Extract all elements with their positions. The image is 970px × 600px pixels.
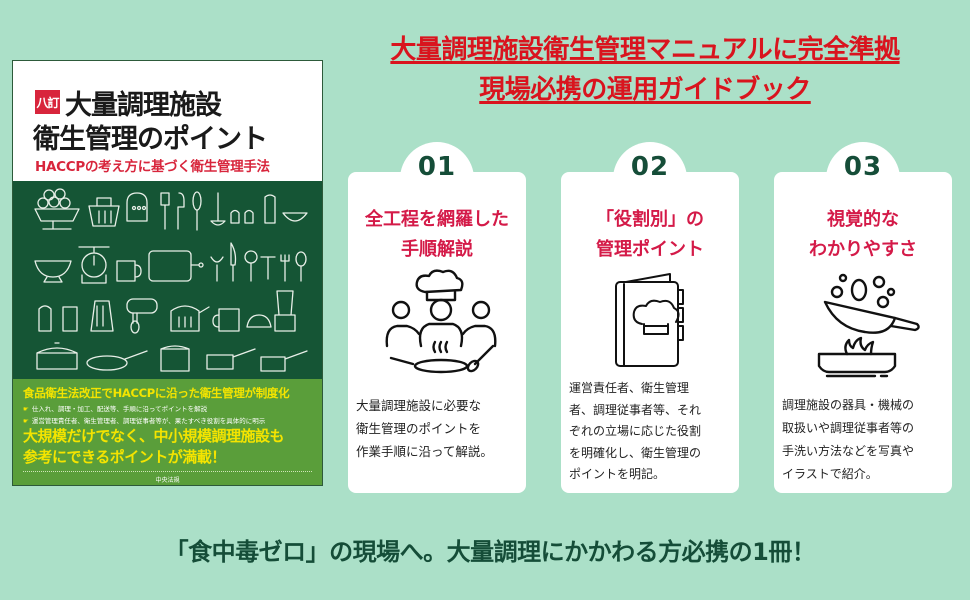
saucepan-icon [206, 348, 256, 370]
ladle-icon [210, 192, 226, 226]
cutting-board-icon [148, 250, 204, 282]
scale-icon [78, 246, 110, 284]
canisters-icon [38, 305, 78, 332]
shakers-icon [230, 194, 276, 224]
knife-icon [230, 242, 237, 282]
juicer-icon [246, 314, 272, 328]
headline: 大量調理施設衛生管理マニュアルに完全準拠 現場必携の運用ガイドブック [330, 30, 960, 110]
peeler-icon [210, 256, 224, 282]
card-description: 調理施設の器具・機械の 取扱いや調理従事者等の 手洗い方法などを写真や イラスト… [782, 398, 915, 481]
card-number: 02 [630, 152, 670, 182]
pizza-cutter-icon [244, 250, 258, 282]
book-band-big-line1: 大規模だけでなく、中小規模調理施設も [23, 427, 285, 445]
book-band-bullet: ☛運営管理責任者、衛生管理者、調理従事者等が、果たすべき役割を具体的に明示 [23, 417, 266, 425]
book-band-bullet: ☛仕入れ、調理・加工、配送等、手順に沿ってポイントを解説 [23, 405, 208, 413]
whisk-icon [192, 191, 202, 231]
bottom-tagline: 「食中毒ゼロ」の現場へ。大量調理にかかわる方必携の1冊！ [164, 538, 816, 566]
chef-manual-icon [590, 268, 710, 378]
bowl-icon [282, 212, 308, 222]
saucepan2-icon [260, 350, 308, 372]
book-band-heading: 食品衛生法改正でHACCPに沿った衛生管理が制度化 [23, 386, 290, 400]
kitchen-utensils-illustration [13, 181, 322, 379]
headline-line1: 大量調理施設衛生管理マニュアルに完全準拠 [390, 35, 900, 65]
book-cover-title-area: 八訂 大量調理施設 衛生管理のポイント HACCPの考え方に基づく衛生管理手法 [13, 61, 322, 181]
book-title-line2: 衛生管理のポイント [33, 124, 268, 155]
feature-card-01: 01 全工程を網羅した 手順解説 大量調理施設に必要な 衛生管理のポイントを 作… [348, 142, 526, 493]
mug-icon [212, 308, 240, 332]
fruit-bowl-icon [34, 188, 80, 230]
kettle-icon [170, 305, 210, 332]
measuring-cup-icon [116, 260, 142, 282]
card-title: 全工程を網羅した 手順解説 [365, 209, 509, 260]
chefs-team-icon [377, 268, 497, 378]
dotted-divider [23, 471, 312, 472]
card-title: 視覚的な わかりやすさ [809, 209, 917, 260]
headline-line2: 現場必携の運用ガイドブック [479, 75, 811, 105]
stock-pot-icon [160, 345, 190, 372]
coffee-pot-icon [90, 300, 114, 332]
basket-icon [88, 197, 120, 227]
card-description: 大量調理施設に必要な 衛生管理のポイントを 作業手順に沿って解説。 [356, 398, 493, 459]
fork-spoon-icon [280, 251, 307, 282]
book-title-line1: 大量調理施設 [65, 90, 222, 121]
publisher-name: 中央法規 [155, 477, 180, 484]
card-number: 03 [843, 152, 883, 182]
frying-pan-flame-icon [803, 268, 923, 378]
feature-card-02: 02 「役割別」の 管理ポイント 運営責任者、衛生管理 者、調理従事者等、それ … [561, 142, 739, 493]
pot-lid-icon [36, 342, 78, 370]
corkscrew-icon [260, 256, 276, 280]
spatula-icon [160, 192, 185, 230]
edition-badge: 八訂 [35, 90, 60, 114]
hand-mixer-icon [126, 298, 158, 334]
card-description: 運営責任者、衛生管理 者、調理従事者等、それ ぞれの立場に応じた役割 を明確化し… [569, 381, 702, 481]
book-cover: 八訂 大量調理施設 衛生管理のポイント HACCPの考え方に基づく衛生管理手法 [12, 60, 323, 486]
card-title: 「役割別」の 管理ポイント [596, 209, 704, 260]
pointing-hand-icon: ☛ [23, 417, 29, 425]
book-band-big-line2: 参考にできるポイントが満載！ [23, 448, 226, 466]
blender-icon [274, 290, 296, 332]
oven-mitt-icon [126, 192, 148, 222]
book-cover-promo-band: 食品衛生法改正でHACCPに沿った衛生管理が制度化 ☛仕入れ、調理・加工、配送等… [13, 379, 322, 485]
feature-card-03: 03 視覚的な わかりやすさ 調理施設の器具・機械の 取扱いや調理従事者等の 手… [774, 142, 952, 493]
pointing-hand-icon: ☛ [23, 405, 29, 413]
book-subtitle: HACCPの考え方に基づく衛生管理手法 [35, 159, 270, 175]
colander-icon [34, 260, 72, 283]
frying-pan-icon [86, 350, 148, 371]
card-number: 01 [417, 152, 457, 182]
